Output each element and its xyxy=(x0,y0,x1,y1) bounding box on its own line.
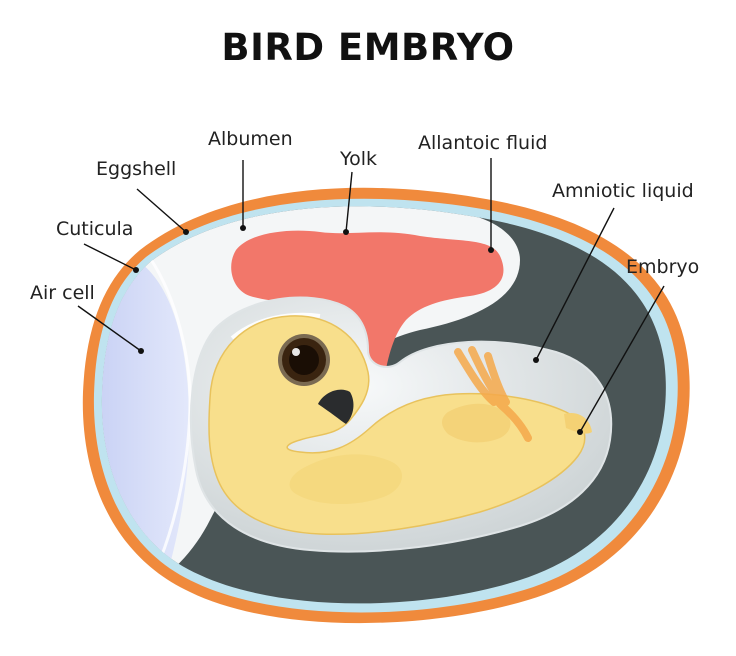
embryo-foot xyxy=(454,346,532,442)
label-allantoic-fluid: Allantoic fluid xyxy=(418,132,548,154)
label-yolk: Yolk xyxy=(340,148,377,170)
label-albumen: Albumen xyxy=(208,128,293,150)
embryo-leg xyxy=(442,403,511,443)
label-embryo: Embryo xyxy=(626,256,700,278)
leader-lines xyxy=(77,158,665,433)
label-air-cell: Air cell xyxy=(30,282,95,304)
embryo-beak xyxy=(318,389,354,424)
embryo-wing xyxy=(289,454,403,505)
label-eggshell: Eggshell xyxy=(96,158,177,180)
label-amniotic-liquid: Amniotic liquid xyxy=(552,180,694,202)
leader-dots xyxy=(133,225,583,435)
label-cuticula: Cuticula xyxy=(56,218,134,240)
yolk-sac xyxy=(231,230,504,404)
diagram-title: BIRD EMBRYO xyxy=(221,26,515,69)
